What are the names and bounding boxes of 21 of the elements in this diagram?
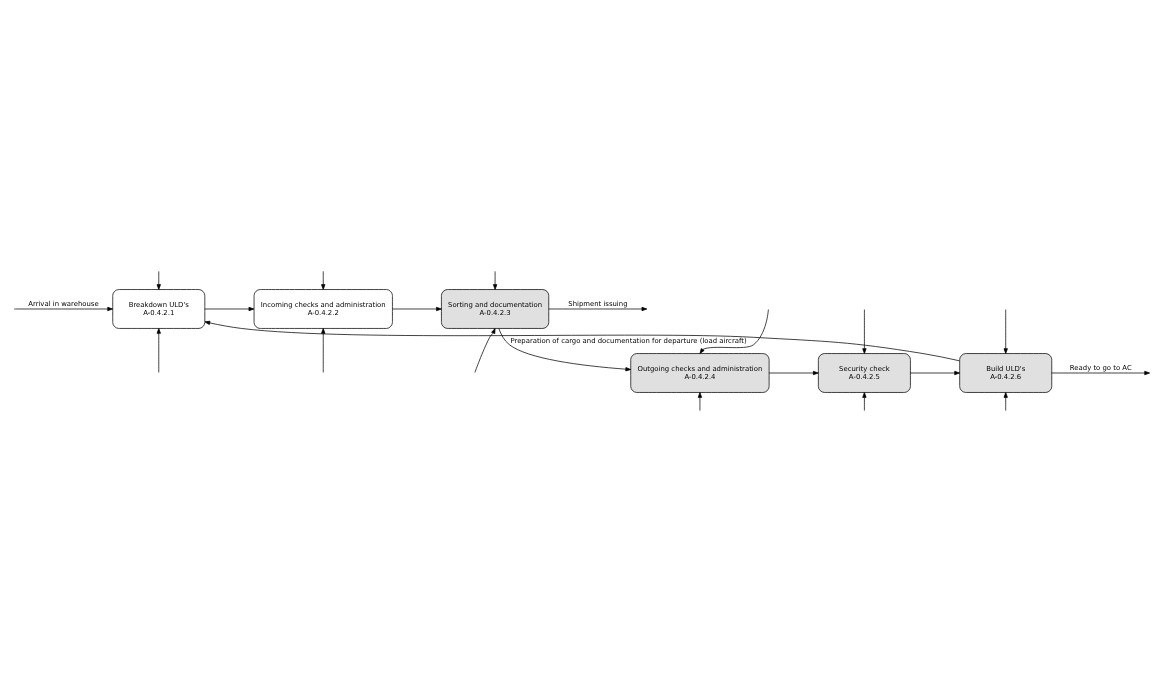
arrow: [13, 306, 113, 312]
arrow: [321, 271, 326, 290]
arrow: [1003, 392, 1008, 411]
arrow: [474, 328, 496, 373]
arrow: [1003, 309, 1008, 354]
arrow: [204, 320, 960, 362]
arrow: [699, 309, 769, 354]
arrow: [1051, 370, 1150, 376]
arrow: [697, 392, 703, 411]
arrow: [156, 271, 161, 290]
arrow: [548, 306, 648, 312]
arrow: [862, 309, 867, 354]
arrow: [204, 306, 255, 312]
arrow: [156, 328, 161, 373]
arrow: [768, 370, 819, 376]
arrow: [498, 328, 632, 372]
arrow: [321, 328, 326, 373]
arrow: [910, 370, 960, 376]
arrow: [493, 271, 498, 290]
arrow: [862, 392, 867, 411]
arrow: [392, 306, 442, 312]
